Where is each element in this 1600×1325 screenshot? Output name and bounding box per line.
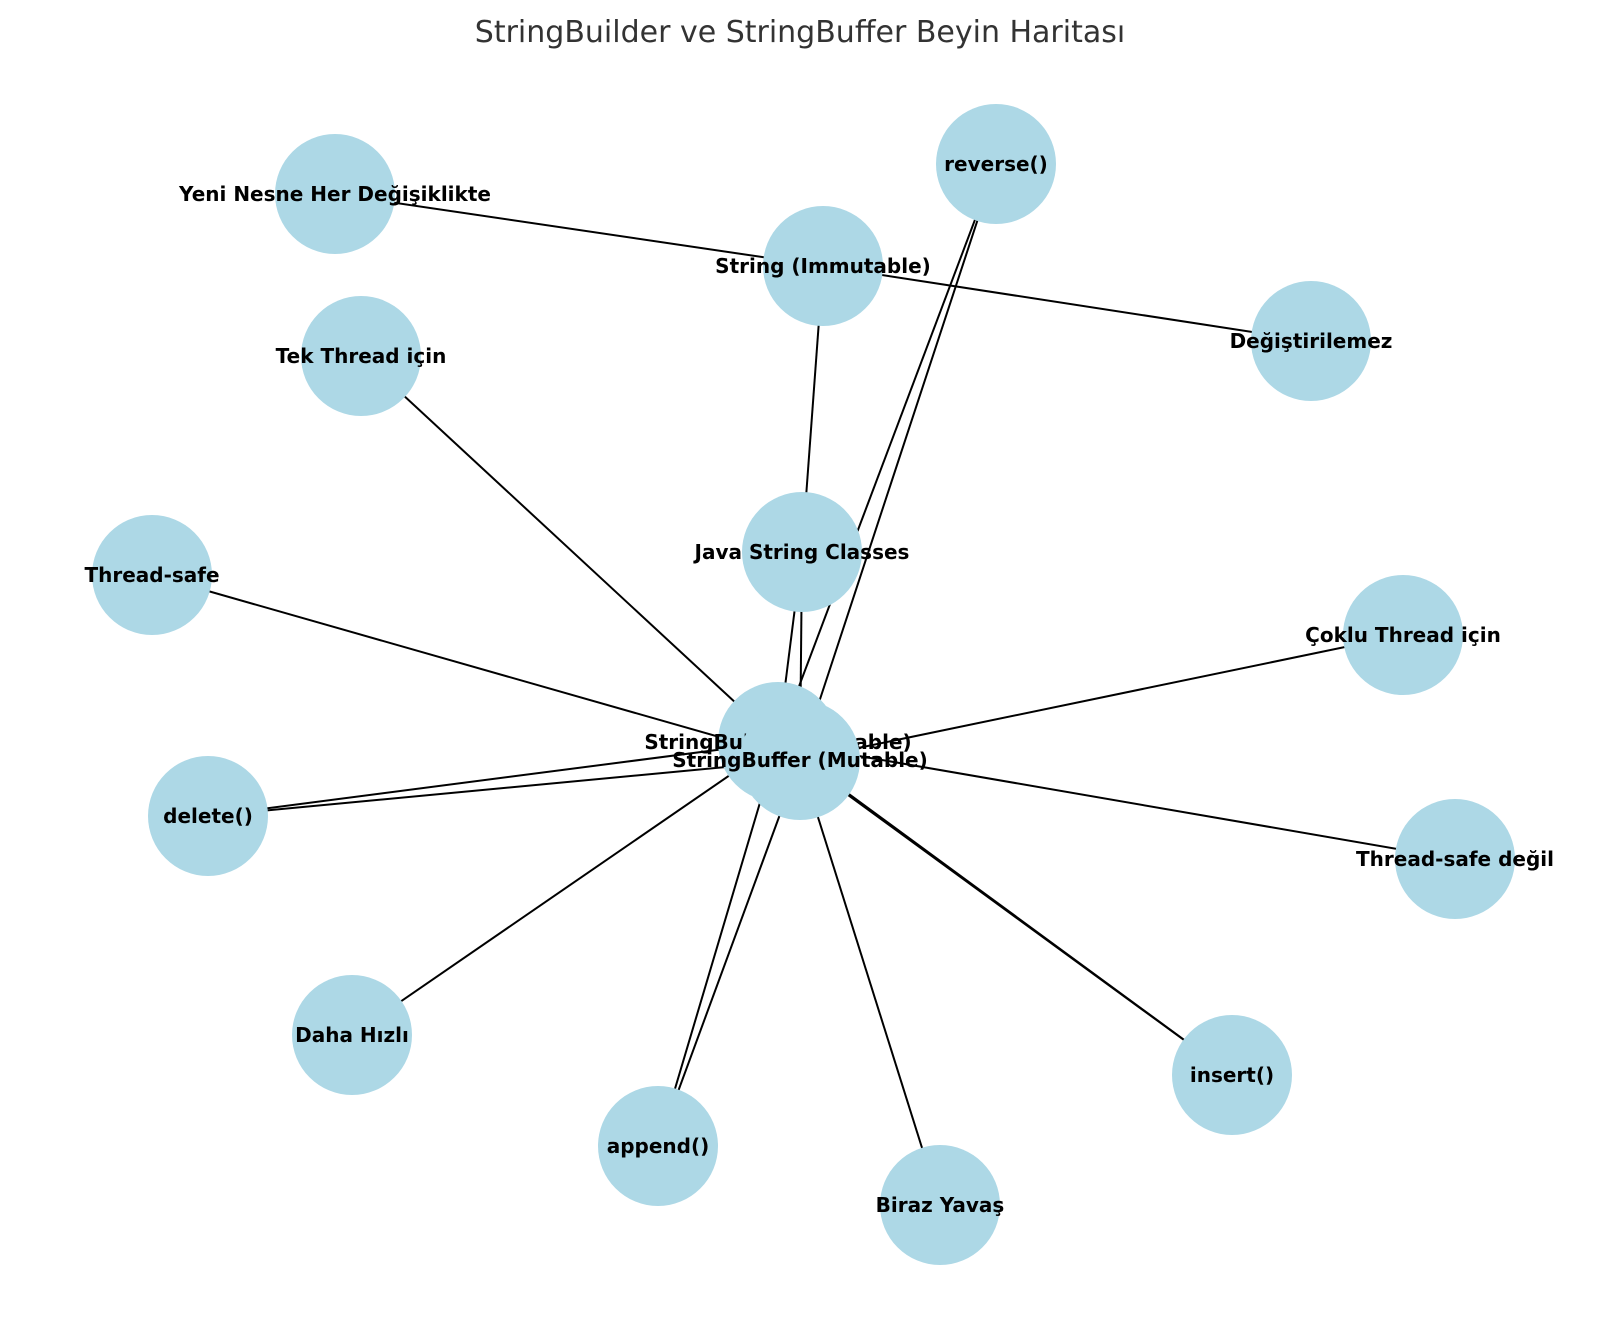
node-insert: insert() [1172, 1015, 1292, 1135]
node-label-delete: delete() [163, 804, 253, 828]
edge-sbuf-reverse [799, 163, 997, 761]
edge-sb-append [657, 741, 779, 1147]
edge-sb-hizli [351, 741, 779, 1036]
edge-string-yeni [334, 193, 824, 267]
node-tsdegil: Thread-safe değil [1356, 799, 1554, 919]
node-yavas: Biraz Yavaş [876, 1145, 1005, 1265]
node-yeni: Yeni Nesne Her Değişiklikte [178, 134, 491, 254]
node-circle-coklu [1343, 575, 1463, 695]
node-label-tsafe: Thread-safe [84, 563, 219, 587]
edge-sbuf-append [657, 759, 801, 1147]
edge-sbuf-tsafe [151, 574, 801, 761]
nodes-layer: Java String Classes String (Immutable) Str… [84, 104, 1554, 1265]
node-circle-hizli [292, 975, 412, 1095]
edge-sbuf-delete [207, 759, 801, 817]
node-label-sbuf: StringBuffer (Mutable) [672, 748, 928, 772]
edge-string-degis [822, 265, 1312, 342]
node-append: append() [598, 1086, 718, 1206]
node-sbuf: StringBuffer (Mutable) [672, 700, 928, 820]
node-hizli: Daha Hızlı [292, 975, 412, 1095]
node-label-yavas: Biraz Yavaş [876, 1193, 1005, 1217]
node-circle-tsafe [92, 515, 212, 635]
node-circle-degis [1251, 281, 1371, 401]
node-circle-string [763, 206, 883, 326]
node-circle-yeni [275, 134, 395, 254]
node-label-string: String (Immutable) [715, 254, 931, 278]
node-label-hizli: Daha Hızlı [295, 1023, 409, 1047]
node-label-coklu: Çoklu Thread için [1305, 623, 1501, 647]
edge-sb-reverse [777, 163, 997, 743]
node-label-degis: Değiştirilemez [1230, 329, 1393, 353]
node-reverse: reverse() [936, 104, 1056, 224]
node-tek: Tek Thread için [276, 296, 447, 416]
node-circle-reverse [936, 104, 1056, 224]
diagram-title: StringBuilder ve StringBuffer Beyin Hari… [475, 15, 1125, 50]
node-label-reverse: reverse() [944, 152, 1048, 176]
node-coklu: Çoklu Thread için [1305, 575, 1501, 695]
node-circle-insert [1172, 1015, 1292, 1135]
node-degis: Değiştirilemez [1230, 281, 1393, 401]
node-label-append: append() [607, 1134, 710, 1158]
node-circle-tsdegil [1395, 799, 1515, 919]
node-circle-tek [301, 296, 421, 416]
node-circle-sbuf [740, 700, 860, 820]
edge-sbuf-coklu [799, 634, 1404, 761]
node-label-java: Java String Classes [693, 540, 910, 564]
node-string: String (Immutable) [715, 206, 931, 326]
edge-sb-tek [360, 355, 779, 743]
node-circle-yavas [880, 1145, 1000, 1265]
node-tsafe: Thread-safe [84, 515, 220, 635]
node-delete: delete() [148, 756, 268, 876]
edge-sbuf-yavas [799, 759, 941, 1206]
edges-layer [151, 163, 1456, 1206]
node-circle-java [742, 492, 862, 612]
node-java: Java String Classes [693, 492, 910, 612]
node-circle-append [598, 1086, 718, 1206]
edge-sb-delete [207, 741, 779, 817]
node-label-insert: insert() [1190, 1063, 1274, 1087]
edge-sb-tsdegil [777, 741, 1456, 860]
node-label-tek: Tek Thread için [276, 344, 447, 368]
node-label-yeni: Yeni Nesne Her Değişiklikte [178, 182, 491, 206]
node-label-tsdegil: Thread-safe değil [1356, 847, 1554, 871]
node-circle-delete [148, 756, 268, 876]
edge-sbuf-insert [799, 759, 1233, 1076]
